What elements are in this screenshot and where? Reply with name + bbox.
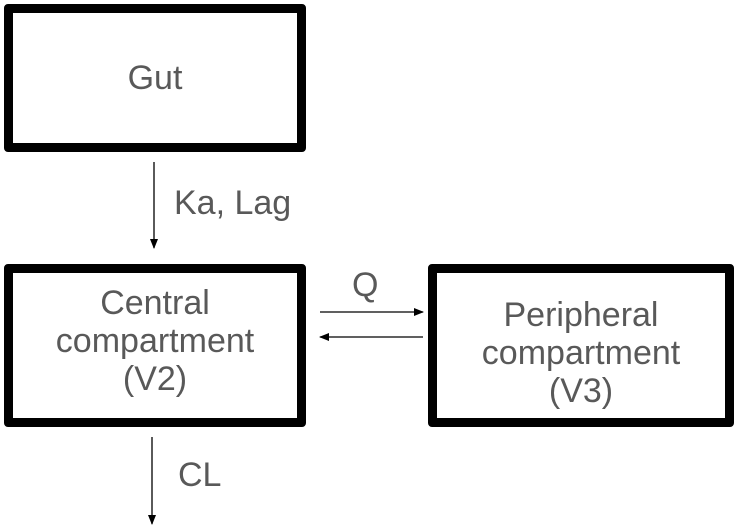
- central-label-line-1: Central: [100, 283, 210, 322]
- peripheral-compartment-box: Peripheral compartment (V3): [428, 264, 734, 427]
- central-label-line-3: (V2): [122, 359, 188, 398]
- central-compartment-box: Central compartment (V2): [4, 264, 306, 427]
- intercompartmental-clearance-label: Q: [352, 266, 379, 304]
- gut-label: Gut: [127, 59, 183, 97]
- central-compartment-label: Central compartment (V2): [56, 284, 254, 398]
- peripheral-compartment-label: Peripheral compartment (V3): [482, 296, 680, 410]
- absorption-rate-label: Ka, Lag: [174, 184, 292, 222]
- central-label-line-2: compartment: [55, 321, 255, 360]
- peripheral-label-line-1: Peripheral: [503, 295, 659, 334]
- peripheral-label-line-3: (V3): [548, 371, 614, 410]
- peripheral-label-line-2: compartment: [481, 333, 681, 372]
- clearance-label: CL: [178, 456, 222, 494]
- gut-compartment-box: Gut: [4, 4, 306, 152]
